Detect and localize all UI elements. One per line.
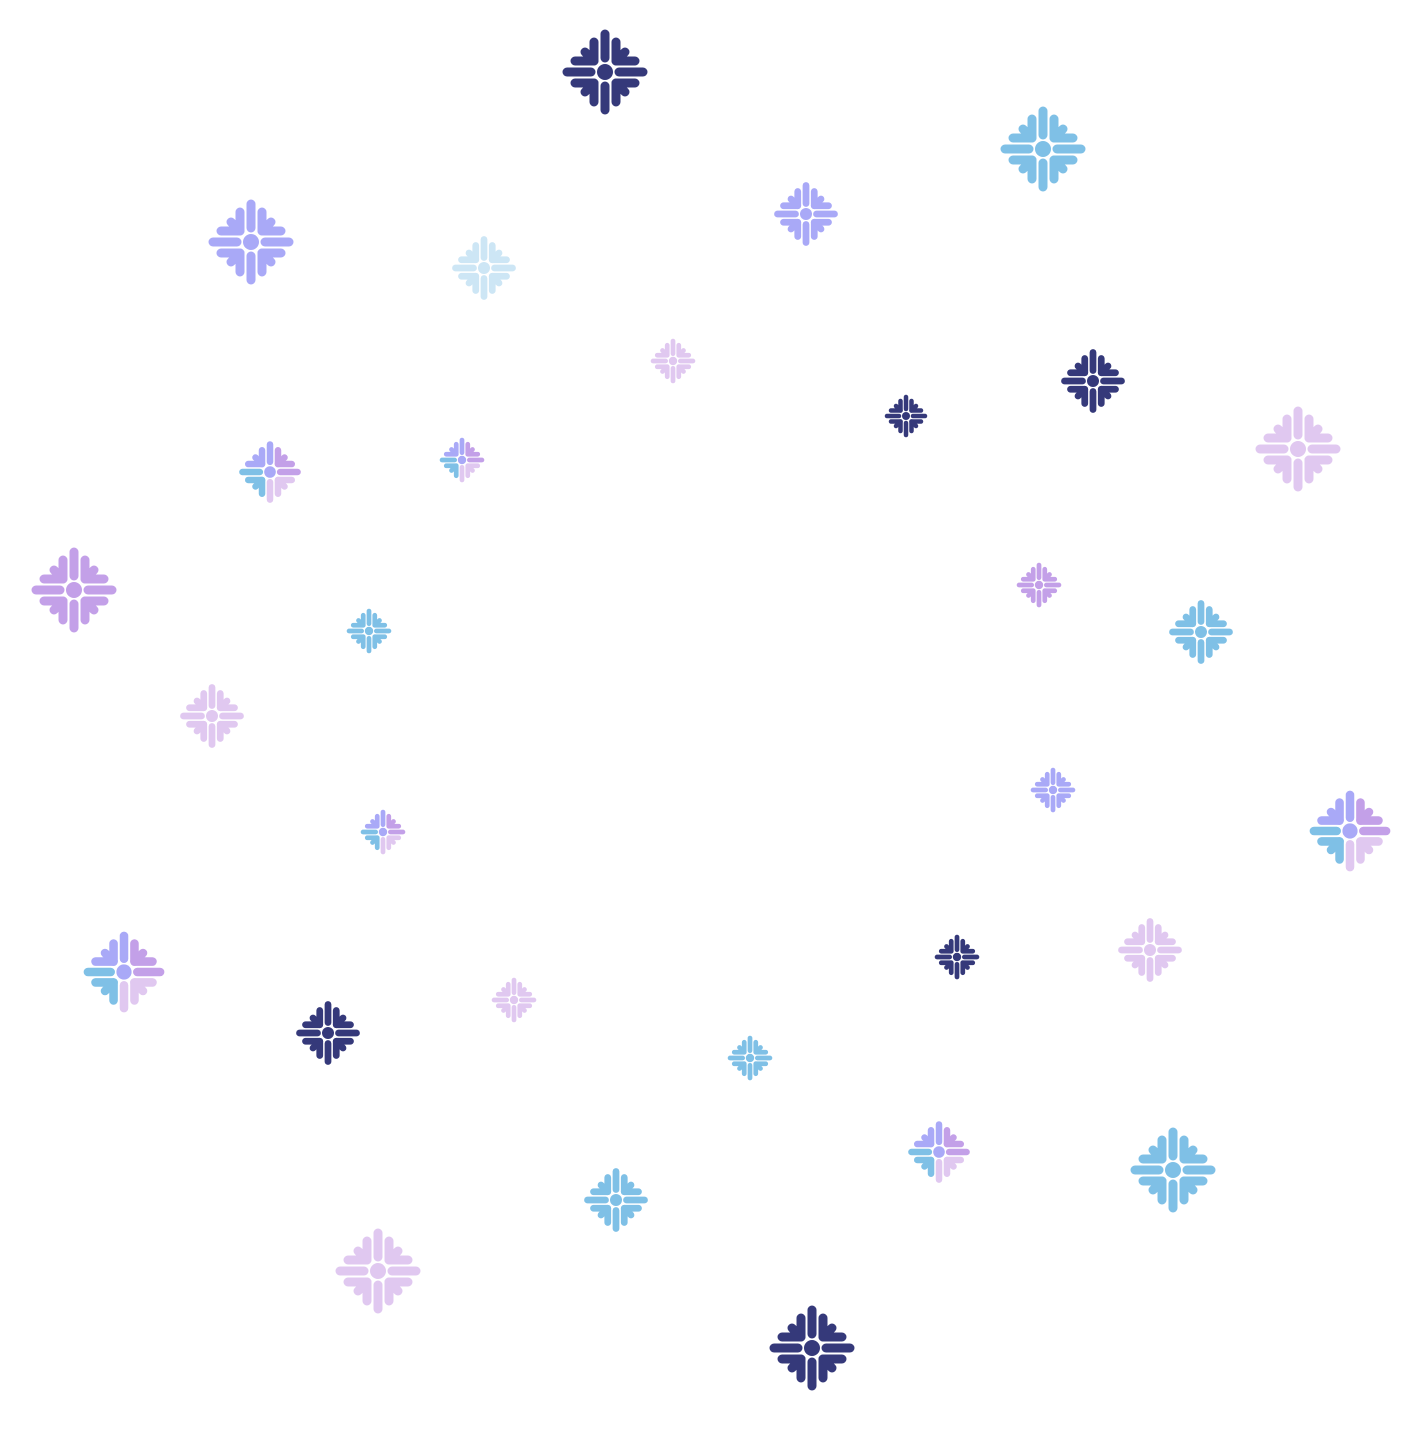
snowflake-icon xyxy=(650,338,696,384)
snowflake-icon xyxy=(1016,562,1062,608)
snowflake-icon xyxy=(774,182,838,246)
snowflake-icon xyxy=(335,1228,421,1314)
snowflake-icon xyxy=(1309,790,1391,872)
snowflake-icon xyxy=(584,1168,648,1232)
snowflake-icon xyxy=(491,977,537,1023)
snowflake-icon xyxy=(1000,106,1086,192)
snowflake-icon xyxy=(452,236,516,300)
snowflake-icon xyxy=(439,437,485,483)
snowflake-icon xyxy=(208,199,294,285)
snowflake-icon xyxy=(83,931,165,1013)
snowflake-icon xyxy=(1169,600,1233,664)
snowflake-icon xyxy=(360,809,406,855)
snowflake-icon xyxy=(908,1121,970,1183)
snowflake-icon xyxy=(769,1305,855,1391)
snowflake-icon xyxy=(934,934,980,980)
snowflake-icon xyxy=(239,441,301,503)
snowflake-icon xyxy=(346,608,392,654)
snowflake-icon xyxy=(1030,767,1076,813)
snowflake-icon xyxy=(1130,1127,1216,1213)
snowflake-icon xyxy=(562,29,648,115)
snowflake-icon xyxy=(1255,406,1341,492)
snowflake-icon xyxy=(1118,918,1182,982)
snowflake-icon xyxy=(31,547,117,633)
snowflake-icon xyxy=(296,1001,360,1065)
snowflake-icon xyxy=(884,394,928,438)
snowflake-icon xyxy=(180,684,244,748)
snowflake-icon xyxy=(1061,349,1125,413)
snowflake-icon xyxy=(727,1035,773,1081)
